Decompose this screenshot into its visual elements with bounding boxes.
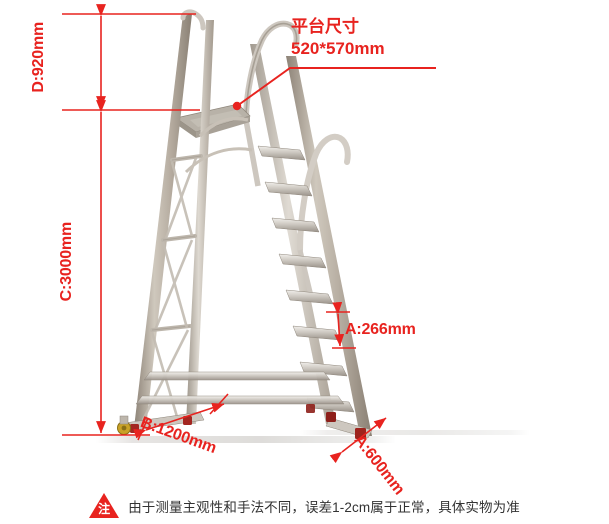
label-overall-height: C:3000mm	[58, 222, 75, 302]
note-badge-char: 注	[98, 502, 111, 516]
callout-line-2: 520*570mm	[291, 39, 385, 59]
label-platform-height: D:920mm	[30, 22, 47, 93]
note-text: 由于测量主观性和手法不同，误差1-2cm属于正常，具体实物为准	[128, 499, 520, 515]
callout-line-1: 平台尺寸	[291, 17, 359, 36]
platform-size-callout: 平台尺寸 520*570mm	[291, 16, 385, 61]
label-base-depth: A:600mm	[350, 432, 408, 499]
label-step-rise: A:266mm	[345, 321, 416, 338]
extension-line-base-right	[209, 393, 229, 415]
footer-note: 注 由于测量主观性和手法不同，误差1-2cm属于正常，具体实物为准	[0, 493, 609, 518]
note-badge-icon: 注	[89, 493, 120, 518]
callout-leader-line	[236, 67, 436, 107]
label-base-width: B:1200mm	[138, 414, 219, 458]
callout-anchor-dot	[232, 101, 242, 111]
dimension-line-step-rise	[332, 301, 345, 347]
triangle-icon	[89, 493, 120, 518]
